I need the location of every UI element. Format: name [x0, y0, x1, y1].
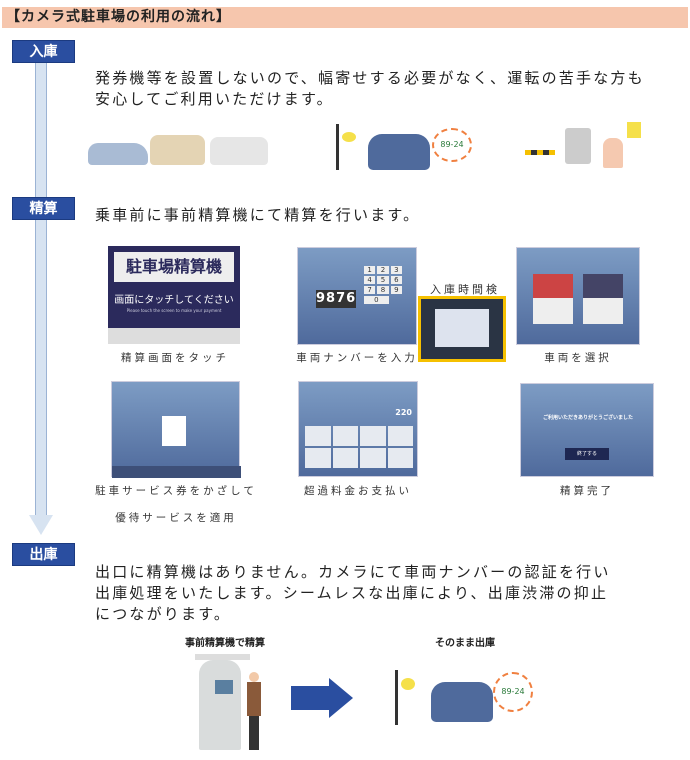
caption-entry-time: 入庫時間検 [430, 283, 500, 296]
caption-touch: 精算画面をタッチ [121, 352, 229, 364]
keypad: 1 2 3 4 5 6 7 8 9 0 [364, 266, 402, 304]
amount: 220 [395, 408, 412, 417]
screen-select-vehicle [516, 247, 640, 345]
screen-entry-time-highlight [418, 296, 506, 362]
key: 4 [364, 276, 376, 284]
key: 1 [364, 266, 376, 274]
caption-service-2: 優待サービスを適用 [115, 512, 237, 524]
key: 7 [364, 286, 376, 294]
screen-text: 画面にタッチしてください [114, 295, 234, 306]
key: 8 [377, 286, 389, 294]
thanks-text: ご利用いただきありがとうございました [542, 415, 633, 421]
entry-text-1: 発券機等を設置しないので、幅寄せする必要がなく、運転の苦手な方も [95, 69, 645, 87]
finish-button: 終了する [565, 448, 609, 460]
screen-service-ticket [111, 381, 241, 478]
exit-text-3: につながります。 [95, 605, 232, 623]
exit-text-2: 出庫処理をいたします。シームレスな出庫により、出庫渋滞の抑止 [95, 584, 609, 602]
key: 6 [390, 276, 402, 284]
cars-squeezing-illustration [88, 125, 268, 170]
key: 0 [364, 296, 389, 304]
prepay-label: 事前精算機で精算 [185, 638, 265, 649]
arrow-right-icon [291, 686, 329, 710]
camera-car-plate-illustration: 89-24 [330, 122, 480, 174]
step-exit-label: 出庫 [12, 543, 75, 566]
step-entry-label: 入庫 [12, 40, 75, 63]
screen-touch: 駐車場精算機 画面にタッチしてください Please touch the scr… [108, 246, 240, 344]
exit-plate-number: 89-24 [493, 672, 533, 712]
screen-payment: 220 [298, 381, 418, 477]
caption-select: 車両を選択 [544, 352, 612, 364]
caption-complete: 精算完了 [560, 485, 614, 497]
direct-exit-label: そのまま出庫 [435, 638, 495, 649]
step-payment-label: 精算 [12, 197, 75, 220]
key: 2 [377, 266, 389, 274]
exit-camera-car-illustration: 89-24 [385, 660, 535, 730]
page-title: 【カメラ式駐車場の利用の流れ】 [2, 7, 688, 28]
payment-text: 乗車前に事前精算機にて精算を行います。 [95, 206, 421, 224]
screen-sub: Please touch the screen to make your pay… [126, 308, 222, 313]
screen-number-input: 9876 1 2 3 4 5 6 7 8 9 0 [297, 247, 417, 345]
prepay-machine-illustration [195, 652, 275, 752]
key: 5 [377, 276, 389, 284]
plate-number: 89-24 [432, 128, 472, 162]
flow-bar [35, 62, 47, 517]
exit-text-1: 出口に精算機はありません。カメラにて車両ナンバーの認証を行い [95, 563, 611, 581]
arrow-right-head [329, 678, 353, 718]
entry-text-2: 安心してご利用いただけます。 [95, 90, 334, 108]
number-display: 9876 [316, 290, 357, 308]
key: 3 [390, 266, 402, 274]
caption-payment: 超過料金お支払い [304, 485, 412, 497]
ticket-machine-confused-user-illustration [525, 120, 645, 172]
flow-arrow-icon [29, 515, 53, 535]
caption-number: 車両ナンバーを入力 [296, 352, 418, 364]
screen-title: 駐車場精算機 [114, 252, 234, 282]
caption-service-1: 駐車サービス券をかざして [95, 485, 257, 497]
key: 9 [390, 286, 402, 294]
screen-complete: ご利用いただきありがとうございました 終了する [520, 383, 654, 477]
